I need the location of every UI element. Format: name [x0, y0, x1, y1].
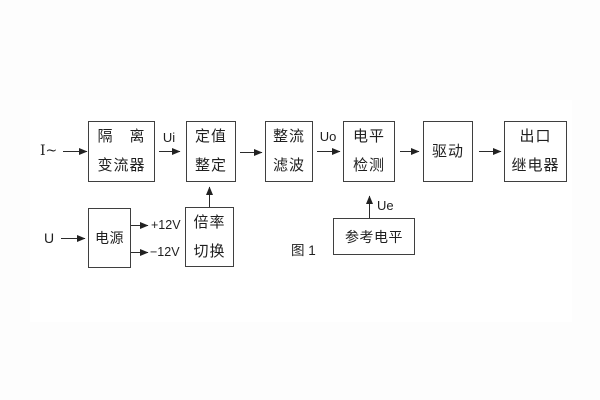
- node-label-line: 检测: [352, 157, 385, 174]
- node-ratio-switch: 倍率 切换: [185, 207, 234, 267]
- node-label-line: 整定: [194, 157, 227, 174]
- node-label-line: 切换: [193, 242, 226, 260]
- signal-label-uo: Uo: [319, 129, 337, 144]
- node-label-line: 定值: [194, 128, 227, 145]
- power-rail-negative-label: −12V: [150, 245, 180, 259]
- signal-label-ue: Ue: [377, 198, 394, 213]
- node-setting-adjust: 定值 整定: [186, 121, 236, 182]
- node-label-line: 出口: [519, 128, 552, 145]
- node-label-line: 倍率: [193, 213, 226, 231]
- node-reference-level: 参考电平: [333, 218, 415, 255]
- signal-label-ui: Ui: [162, 130, 176, 145]
- node-rectifier-filter: 整流 滤波: [265, 121, 313, 182]
- node-label-line: 滤波: [272, 157, 305, 174]
- node-label-line: 电源: [95, 230, 124, 246]
- node-power-supply: 电源: [88, 208, 131, 268]
- node-driver: 驱动: [423, 121, 473, 182]
- node-output-relay: 出口 继电器: [504, 121, 567, 182]
- figure-caption: 图 1: [291, 243, 316, 258]
- node-level-detection: 电平 检测: [343, 121, 395, 182]
- node-label-line: 继电器: [511, 157, 560, 174]
- power-rail-positive-label: +12V: [151, 218, 181, 232]
- input-label-voltage: U: [44, 230, 55, 246]
- node-label-line: 变流器: [97, 157, 146, 174]
- node-label-line: 电平: [352, 128, 385, 145]
- input-label-current: I~: [40, 143, 58, 159]
- node-label-line: 隔 离: [97, 128, 146, 145]
- node-label-line: 整流: [272, 128, 305, 145]
- node-label-line: 参考电平: [345, 228, 403, 245]
- node-isolation-transformer: 隔 离 变流器: [88, 121, 155, 182]
- node-label-line: 驱动: [431, 142, 464, 160]
